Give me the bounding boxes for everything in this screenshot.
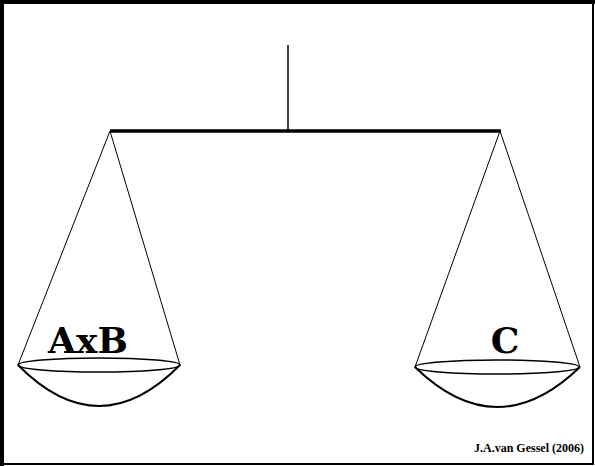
beam xyxy=(110,129,501,133)
author-credit: J.A.van Gessel (2006) xyxy=(474,442,584,454)
right-pan xyxy=(415,367,580,407)
frame-left xyxy=(0,0,4,466)
left-pan xyxy=(18,365,180,406)
right-pan-rim xyxy=(415,360,579,374)
string xyxy=(415,131,500,367)
left-pan-label: AxB xyxy=(48,322,128,358)
right-pan-label: C xyxy=(491,322,520,358)
frame-top xyxy=(0,0,595,4)
stem xyxy=(287,45,289,131)
left-pan-rim xyxy=(18,358,180,372)
